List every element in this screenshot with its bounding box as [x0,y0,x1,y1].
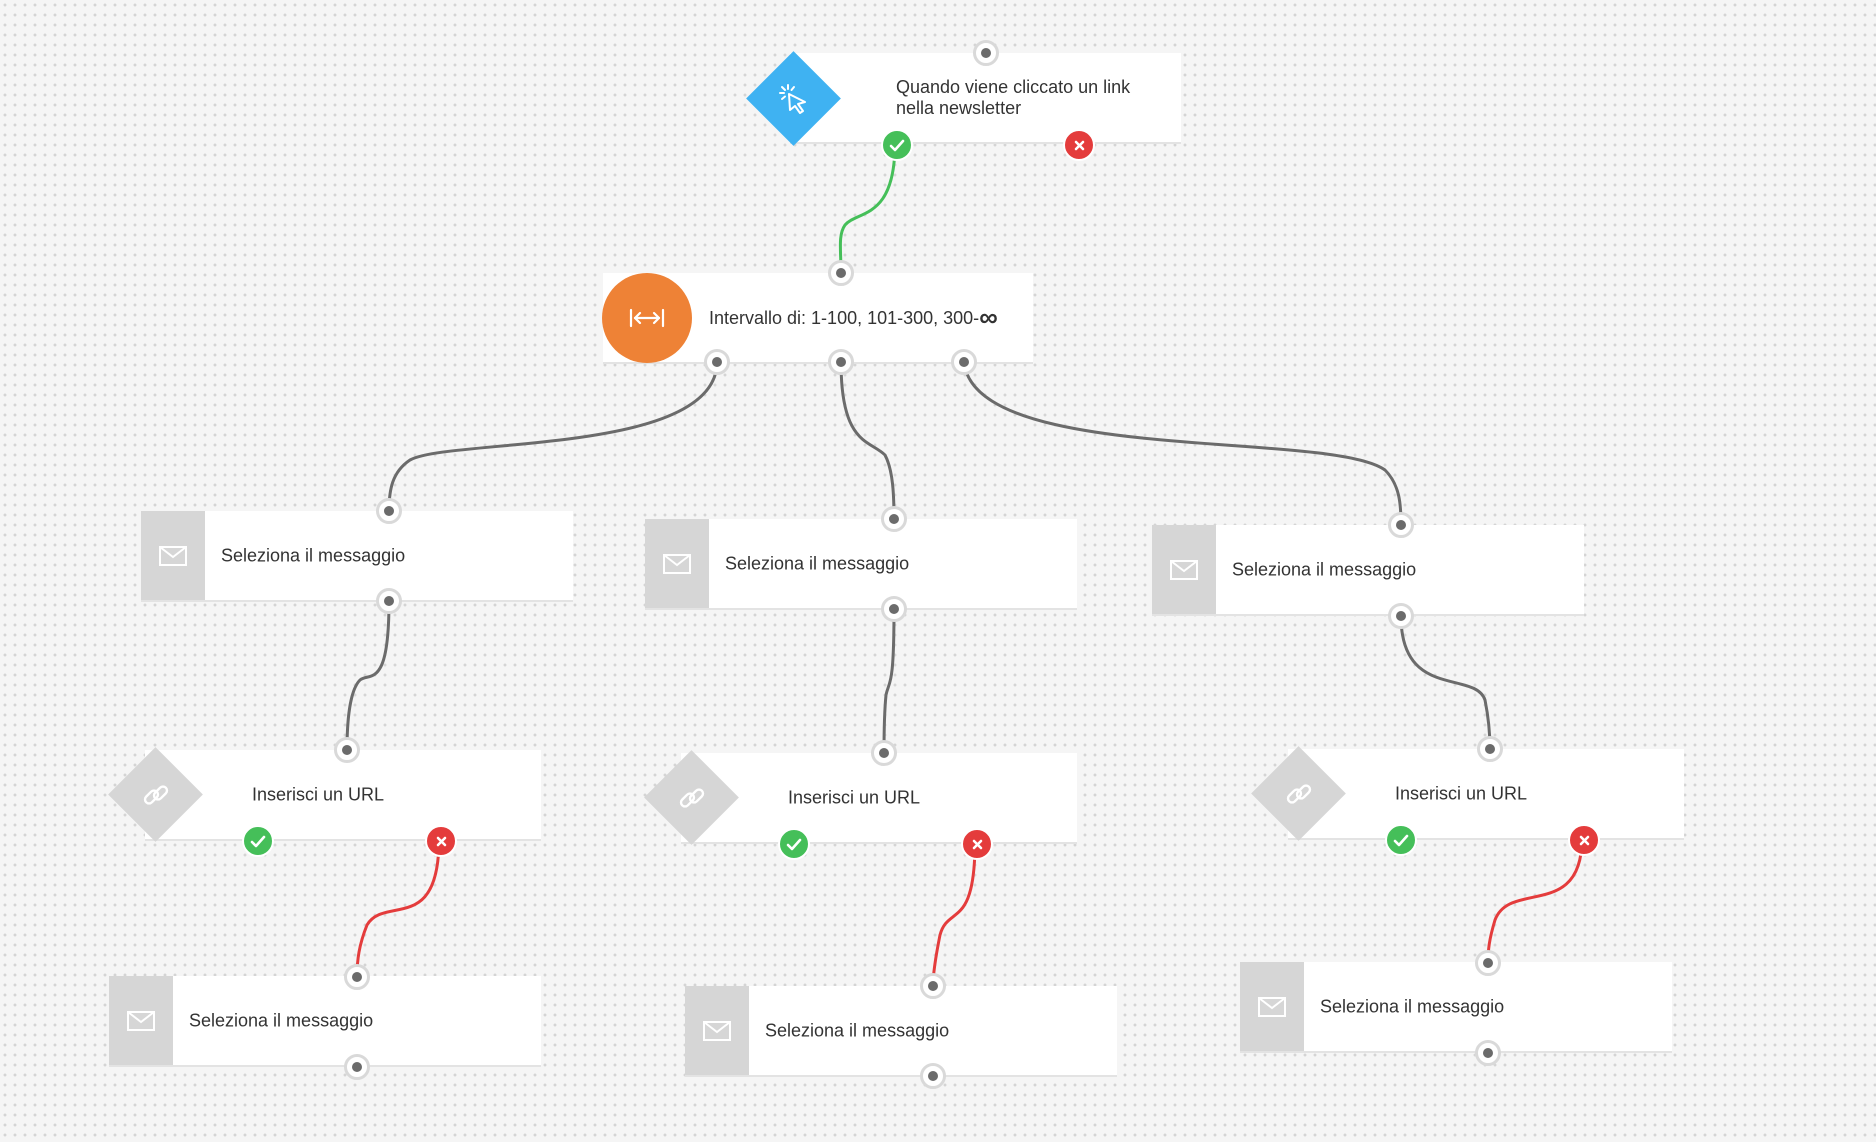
url-node[interactable]: Inserisci un URL [681,753,1077,844]
message-node[interactable]: Seleziona il messaggio [1152,525,1584,616]
url-no-output[interactable] [1568,824,1600,856]
wire-url-no-to-followup-1 [355,837,441,979]
envelope-icon [141,511,205,600]
wire-message-to-url-2 [882,607,896,755]
trigger-no-output[interactable] [1063,129,1095,161]
range-output-port-2[interactable] [828,349,854,375]
envelope-icon [1152,525,1216,614]
url-node[interactable]: Inserisci un URL [145,750,541,841]
url-no-output[interactable] [961,828,993,860]
wire-range-to-branch-3 [962,360,1403,527]
url-yes-output[interactable] [242,825,274,857]
wire-message-to-url-3 [1399,614,1492,751]
url-label: Inserisci un URL [252,784,385,804]
followup-message-node[interactable]: Seleziona il messaggio [685,986,1117,1077]
followup-output-port[interactable] [920,1063,946,1089]
check-icon [786,838,802,850]
url-label: Inserisci un URL [788,787,921,807]
range-input-port[interactable] [828,260,854,286]
trigger-input-port[interactable] [973,40,999,66]
url-yes-output[interactable] [1385,824,1417,856]
message-output-port[interactable] [1388,603,1414,629]
url-no-output[interactable] [425,825,457,857]
url-yes-output[interactable] [778,828,810,860]
wire-range-to-branch-1 [387,360,719,513]
x-icon [1074,140,1084,150]
range-label: Intervallo di: 1-100, 101-300, 300-∞ [709,301,998,332]
trigger-label: Quando viene cliccato un link nella news… [896,76,1131,118]
x-icon [1579,835,1589,845]
link-icon [108,747,204,843]
followup-output-port[interactable] [344,1054,370,1080]
trigger-yes-output[interactable] [881,129,913,161]
envelope-icon [645,519,709,608]
message-input-port[interactable] [376,498,402,524]
message-input-port[interactable] [1388,512,1414,538]
followup-output-port[interactable] [1475,1040,1501,1066]
check-icon [250,835,266,847]
message-output-port[interactable] [881,596,907,622]
wire-trigger-yes-to-range [838,141,897,275]
range-output-port-1[interactable] [704,349,730,375]
followup-message-node[interactable]: Seleziona il messaggio [1240,962,1672,1053]
envelope-icon [1240,962,1304,1051]
url-input-port[interactable] [334,737,360,763]
wire-url-no-to-followup-2 [931,840,977,988]
range-output-port-3[interactable] [951,349,977,375]
x-icon [436,836,446,846]
check-icon [1393,834,1409,846]
check-icon [889,139,905,151]
link-icon [644,750,740,846]
infinity-symbol: ∞ [979,301,998,332]
url-label: Inserisci un URL [1395,783,1528,803]
message-input-port[interactable] [881,506,907,532]
cursor-click-icon [746,51,842,147]
wire-range-to-branch-2 [839,360,896,521]
followup-message-label: Seleziona il messaggio [1320,996,1505,1016]
message-node[interactable]: Seleziona il messaggio [141,511,573,602]
x-icon [972,839,982,849]
url-input-port[interactable] [1477,736,1503,762]
url-input-port[interactable] [871,740,897,766]
message-node[interactable]: Seleziona il messaggio [645,519,1077,610]
message-label: Seleziona il messaggio [1232,559,1417,579]
message-output-port[interactable] [376,588,402,614]
followup-message-node[interactable]: Seleziona il messaggio [109,976,541,1067]
message-label: Seleziona il messaggio [725,553,910,573]
followup-message-label: Seleziona il messaggio [189,1010,374,1030]
followup-input-port[interactable] [920,973,946,999]
envelope-icon [109,976,173,1065]
wire-message-to-url-1 [345,599,391,752]
url-node[interactable]: Inserisci un URL [1288,749,1684,840]
followup-input-port[interactable] [1475,950,1501,976]
followup-input-port[interactable] [344,964,370,990]
followup-message-label: Seleziona il messaggio [765,1020,950,1040]
wire-url-no-to-followup-3 [1486,836,1584,965]
link-icon [1251,746,1347,842]
message-label: Seleziona il messaggio [221,545,406,565]
trigger-node[interactable]: Quando viene cliccato un link nella news… [790,53,1181,144]
arrows-range-icon[interactable] [602,273,692,363]
envelope-icon [685,986,749,1075]
